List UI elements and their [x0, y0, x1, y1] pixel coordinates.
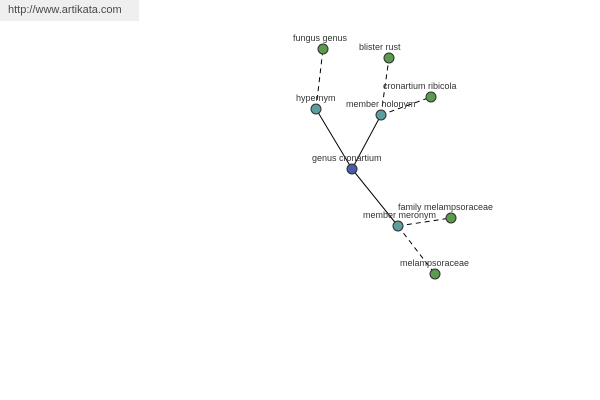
label-holonym[interactable]: member holonym: [346, 99, 416, 109]
node-hypernym[interactable]: [310, 103, 322, 115]
site-url-link[interactable]: http://www.artikata.com: [0, 0, 139, 21]
label-meronym[interactable]: member meronym: [363, 210, 436, 220]
node-meronym[interactable]: [392, 220, 404, 232]
edge-meronym-melamp: [397, 225, 436, 275]
edge-center-hypernym: [315, 108, 353, 170]
node-fungus[interactable]: [317, 43, 329, 55]
node-melamp[interactable]: [429, 268, 441, 280]
edge-center-holonym: [351, 114, 382, 170]
edge-holonym-blister: [380, 57, 390, 116]
node-center[interactable]: [346, 163, 358, 175]
label-family[interactable]: family melampsoraceae: [398, 202, 493, 212]
label-ribicola[interactable]: cronartium ribicola: [383, 81, 457, 91]
edge-hypernym-fungus: [315, 48, 324, 110]
label-blister[interactable]: blister rust: [359, 42, 401, 52]
label-hypernym[interactable]: hypernym: [296, 93, 336, 103]
label-fungus[interactable]: fungus genus: [293, 33, 348, 43]
node-blister[interactable]: [383, 52, 395, 64]
nodes-layer: [310, 43, 457, 280]
node-ribicola[interactable]: [425, 91, 437, 103]
node-family[interactable]: [445, 212, 457, 224]
edge-center-meronym: [351, 168, 399, 227]
labels-layer: genus cronartium hypernym member holonym me…: [293, 33, 493, 268]
label-center[interactable]: genus cronartium: [312, 153, 382, 163]
edges-layer: [315, 48, 452, 275]
label-melamp[interactable]: melampsoraceae: [400, 258, 469, 268]
node-holonym[interactable]: [375, 109, 387, 121]
